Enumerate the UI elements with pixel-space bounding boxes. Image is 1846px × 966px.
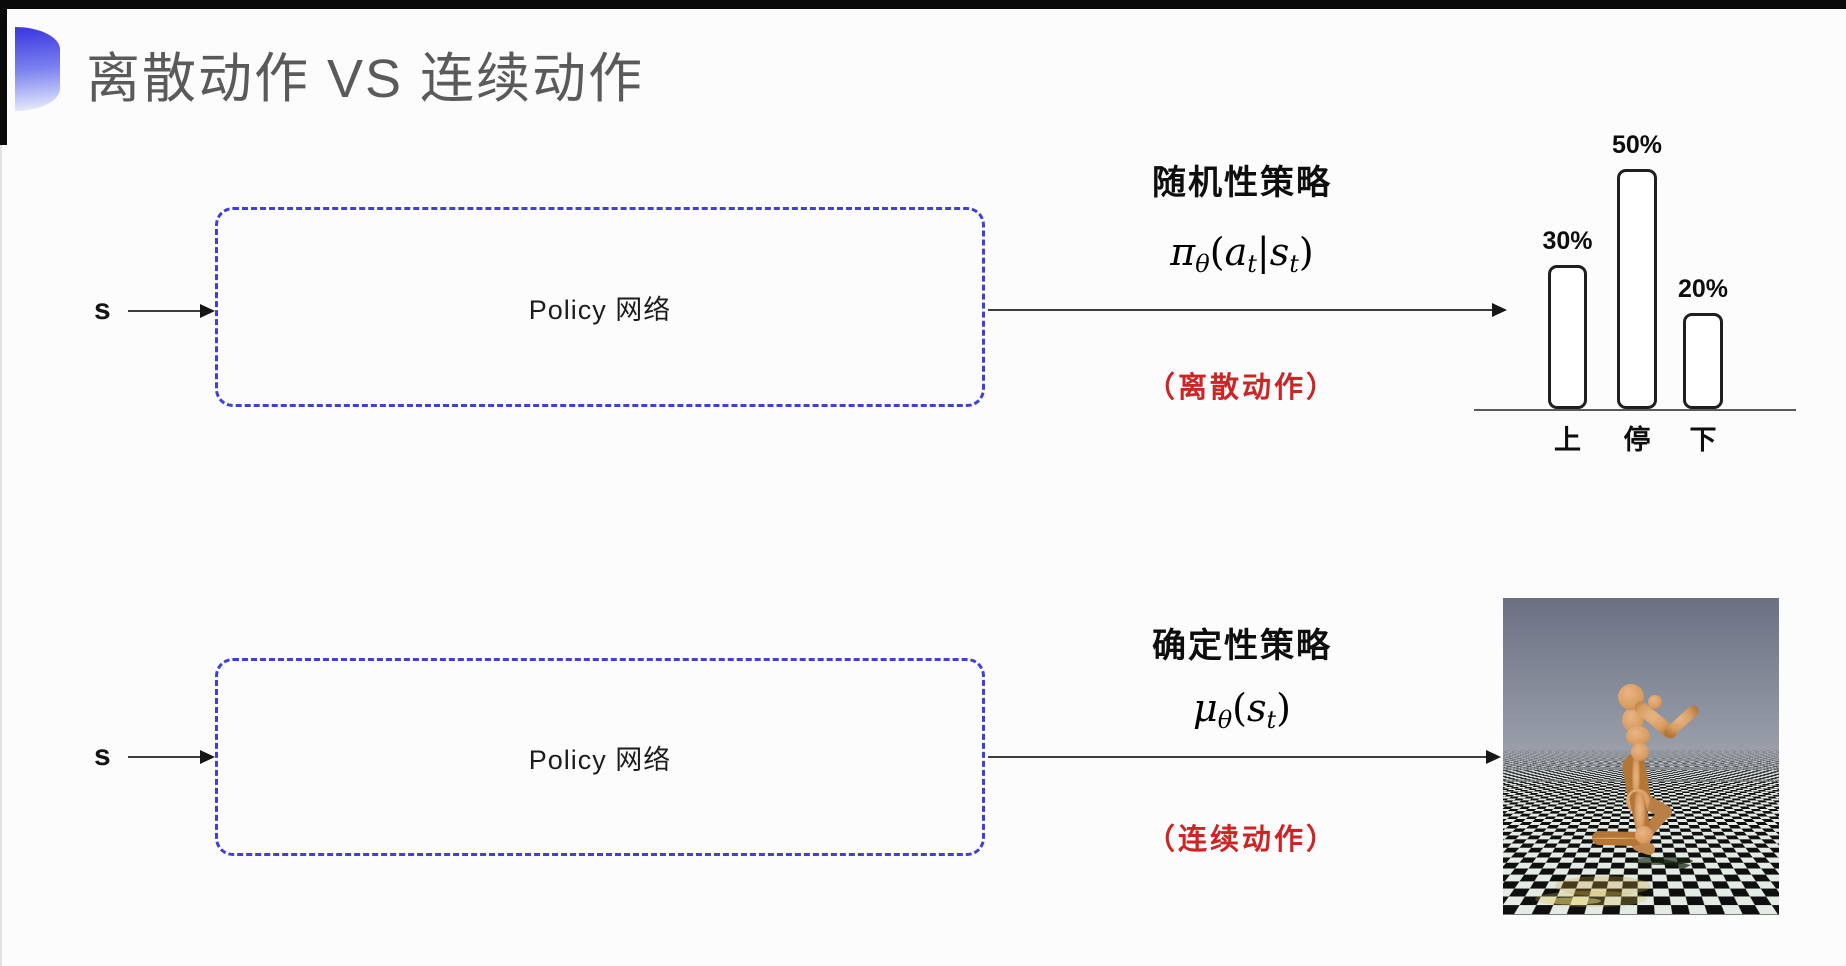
floor-glow xyxy=(1555,876,1651,896)
title-bullet-decoration xyxy=(15,27,60,111)
prob-value-label: 50% xyxy=(1611,131,1663,159)
policy-network-label-row1: Policy 网络 xyxy=(528,294,672,325)
arrow-state-to-policy-row1 xyxy=(128,304,215,318)
robot-front-foot xyxy=(1592,831,1642,846)
formula-open-paren: ( xyxy=(1232,686,1247,730)
prob-category-label: 上 xyxy=(1554,425,1581,455)
formula-symbol: μ xyxy=(1193,686,1218,730)
state-input-label-row1: s xyxy=(94,293,111,326)
arrow-policy-to-output-row1 xyxy=(988,303,1507,317)
formula-arg1: s xyxy=(1246,686,1267,730)
policy-network-box-row1: Policy 网络 xyxy=(215,207,985,407)
robot-waist xyxy=(1631,743,1649,761)
discrete-action-note: （离散动作） xyxy=(1145,372,1338,404)
prob-category-label: 下 xyxy=(1689,425,1717,455)
formula-close-paren: ) xyxy=(1298,230,1314,274)
formula-symbol-subscript: θ xyxy=(1195,250,1210,278)
prob-value-label: 20% xyxy=(1677,275,1729,303)
chart-baseline-axis xyxy=(1474,409,1796,411)
formula-arg2-subscript: t xyxy=(1289,250,1299,278)
prob-bar-下 xyxy=(1683,313,1723,409)
policy-network-box-row2: Policy 网络 xyxy=(215,658,985,856)
robot-shadow-streak xyxy=(1649,856,1691,869)
robot-fist xyxy=(1648,695,1662,709)
robot-upper-arm xyxy=(1634,701,1677,739)
robot-abdomen xyxy=(1626,726,1650,746)
floor-glow xyxy=(1545,897,1601,905)
slide-left-edge xyxy=(0,0,2,966)
formula-symbol-subscript: θ xyxy=(1217,706,1233,734)
formula-arg1: a xyxy=(1224,230,1248,274)
prob-bar-上 xyxy=(1548,265,1587,409)
formula-arg1-subscript: t xyxy=(1266,706,1277,734)
deterministic-policy-formula: μθ(st) xyxy=(1077,686,1407,732)
formula-symbol: π xyxy=(1170,230,1196,274)
formula-close-paren: ) xyxy=(1276,686,1291,730)
deterministic-policy-title: 确定性策略 xyxy=(1152,627,1332,665)
formula-conditional-bar: | xyxy=(1256,230,1270,274)
continuous-action-note: （连续动作） xyxy=(1145,824,1338,856)
stochastic-policy-formula: πθ(at|st) xyxy=(1077,230,1407,276)
formula-open-paren: ( xyxy=(1209,230,1225,274)
humanoid-robot-figure xyxy=(1535,684,1699,907)
robot-knee xyxy=(1635,826,1653,844)
robot-forearm xyxy=(1664,705,1699,738)
probability-bar-chart: 30% 上 50% 停 20% 下 xyxy=(1460,100,1830,470)
formula-arg1-subscript: t xyxy=(1247,250,1257,278)
stochastic-policy-title: 随机性策略 xyxy=(1152,164,1332,202)
page-title: 离散动作 VS 连续动作 xyxy=(86,49,645,109)
frame-left-bar xyxy=(0,0,7,145)
formula-arg2: s xyxy=(1269,230,1290,274)
arrow-policy-to-output-row2 xyxy=(988,750,1501,764)
prob-bar-停 xyxy=(1617,169,1657,409)
state-input-label-row2: s xyxy=(94,739,111,772)
arrow-state-to-policy-row2 xyxy=(128,750,215,764)
frame-top-bar xyxy=(0,0,1846,9)
humanoid-simulation-image xyxy=(1503,598,1779,915)
prob-value-label: 30% xyxy=(1542,227,1593,255)
policy-network-label-row2: Policy 网络 xyxy=(528,744,672,775)
robot-rear-foot xyxy=(1632,839,1655,855)
prob-category-label: 停 xyxy=(1623,425,1651,455)
